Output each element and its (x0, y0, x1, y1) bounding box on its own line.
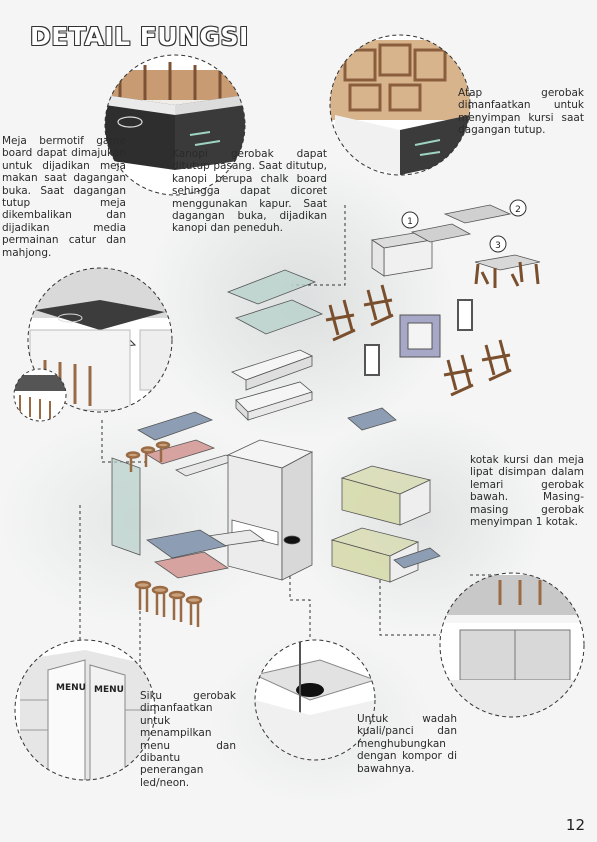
menu-sign-right: MENU (94, 685, 124, 695)
step-marker-1: 1 (401, 211, 419, 229)
note-game-table: Meja bermotif game board dapat dimajukan… (2, 135, 126, 259)
page-number: 12 (565, 816, 585, 834)
exploded-cart-parts (111, 269, 441, 583)
detail-circle-storage (439, 572, 585, 718)
svg-text:1: 1 (407, 217, 413, 227)
note-stove: Untuk wadah kuali/panci dan menghubungka… (357, 713, 457, 775)
svg-text:3: 3 (495, 241, 501, 251)
note-storage: kotak kursi dan meja lipat disimpan dala… (470, 454, 584, 529)
folding-table-legs (474, 261, 540, 288)
detail-circle-roof (329, 34, 471, 176)
detail-circle-stove (254, 639, 376, 761)
detail-circle-canopy (104, 54, 246, 196)
menu-sign-left: MENU (56, 683, 86, 693)
page-title: DETAIL FUNGSI (30, 22, 249, 51)
note-canopy: Kanopi gerobak dapat ditutup pasang. Saa… (172, 148, 327, 235)
folding-frames (364, 299, 473, 376)
note-menu-corner: Siku gerobak dimanfaatkan untuk menampil… (140, 690, 236, 789)
step-marker-2: 2 (509, 199, 527, 217)
step-markers: 1 2 3 (401, 199, 527, 253)
detail-circle-stools (13, 368, 67, 422)
step-marker-3: 3 (489, 235, 507, 253)
leader-lines (79, 205, 520, 680)
folding-chairs (325, 284, 512, 397)
folding-table-sequence (370, 204, 541, 277)
note-roof: Atap gerobak dimanfaatkan untuk menyimpa… (458, 87, 584, 137)
bar-stools (125, 441, 203, 627)
detail-circle-menu-corner: MENU MENU (14, 639, 156, 781)
svg-text:2: 2 (515, 205, 521, 215)
